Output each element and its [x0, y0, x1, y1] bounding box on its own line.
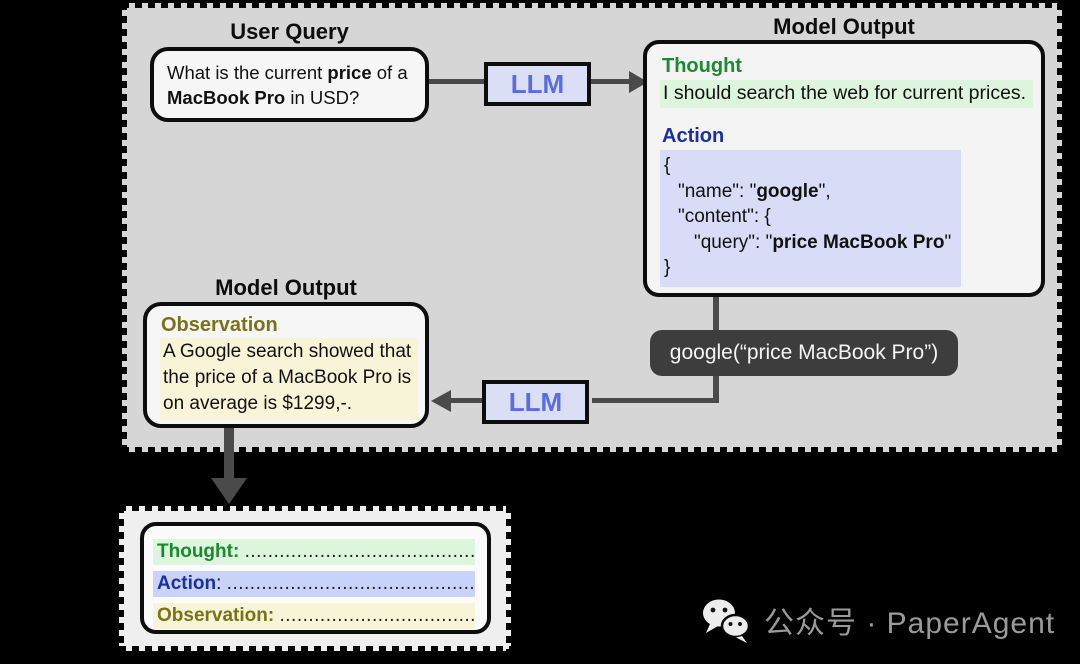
footer: 公众号 · PaperAgent — [700, 596, 1055, 644]
observation-line: A Google search showed that — [163, 341, 412, 362]
user-query-box: What is the current price of a MacBook P… — [150, 47, 429, 122]
connector-llm1-to-output — [589, 79, 631, 84]
recap-action-row: Action: ................................… — [153, 571, 475, 597]
llm-box-bottom: LLM — [482, 380, 589, 424]
connector-llm2-to-observation — [449, 398, 483, 403]
llm-box-top: LLM — [484, 62, 591, 106]
thought-label: Thought — [662, 55, 742, 77]
tool-call-box: google(“price MacBook Pro”) — [650, 330, 958, 376]
json-line: } — [664, 257, 671, 278]
user-query-line-1: What is the current price of a — [167, 62, 408, 83]
thought-text: I should search the web for current pric… — [660, 80, 1034, 108]
recap-observation-row: Observation: ...........................… — [153, 603, 475, 629]
arrow-left-icon — [431, 390, 451, 412]
json-line: "name": "google", — [678, 180, 831, 202]
arrow-down-icon — [211, 478, 247, 504]
observation-label: Observation — [161, 314, 278, 336]
model-output-top-title: Model Output — [773, 14, 915, 39]
user-query-text: What is the current price of a MacBook P… — [154, 51, 425, 110]
footer-text: 公众号 · PaperAgent — [764, 607, 1056, 640]
model-output-top-box: Thought I should search the web for curr… — [643, 40, 1045, 297]
action-json-block: { "name": "google", "content": { "query"… — [660, 150, 961, 287]
action-label: Action — [662, 125, 725, 147]
observation-line: the price of a MacBook Pro is — [163, 367, 412, 388]
json-line: "query": "price MacBook Pro" — [694, 231, 952, 253]
connector-query-to-llm1 — [428, 79, 486, 84]
observation-text: A Google search showed that the price of… — [160, 338, 418, 420]
model-output-bottom-title: Model Output — [215, 275, 357, 300]
recap-thought-row: Thought: ...............................… — [153, 539, 475, 565]
llm-label: LLM — [510, 68, 565, 99]
user-query-title: User Query — [230, 19, 349, 44]
wechat-icon — [703, 599, 751, 643]
llm-label: LLM — [508, 386, 563, 417]
json-line: "content": { — [678, 206, 771, 227]
recap-box: Thought: ...............................… — [140, 522, 491, 634]
model-output-bottom-box: Observation A Google search showed that … — [143, 302, 429, 428]
connector-to-llm2 — [592, 398, 719, 403]
user-query-line-2: MacBook Pro in USD? — [167, 87, 360, 108]
connector-observation-down — [224, 426, 234, 480]
observation-line: on average is $1299,-. — [163, 393, 353, 414]
json-line: { — [664, 155, 671, 176]
tool-call-text: google(“price MacBook Pro”) — [669, 341, 939, 364]
